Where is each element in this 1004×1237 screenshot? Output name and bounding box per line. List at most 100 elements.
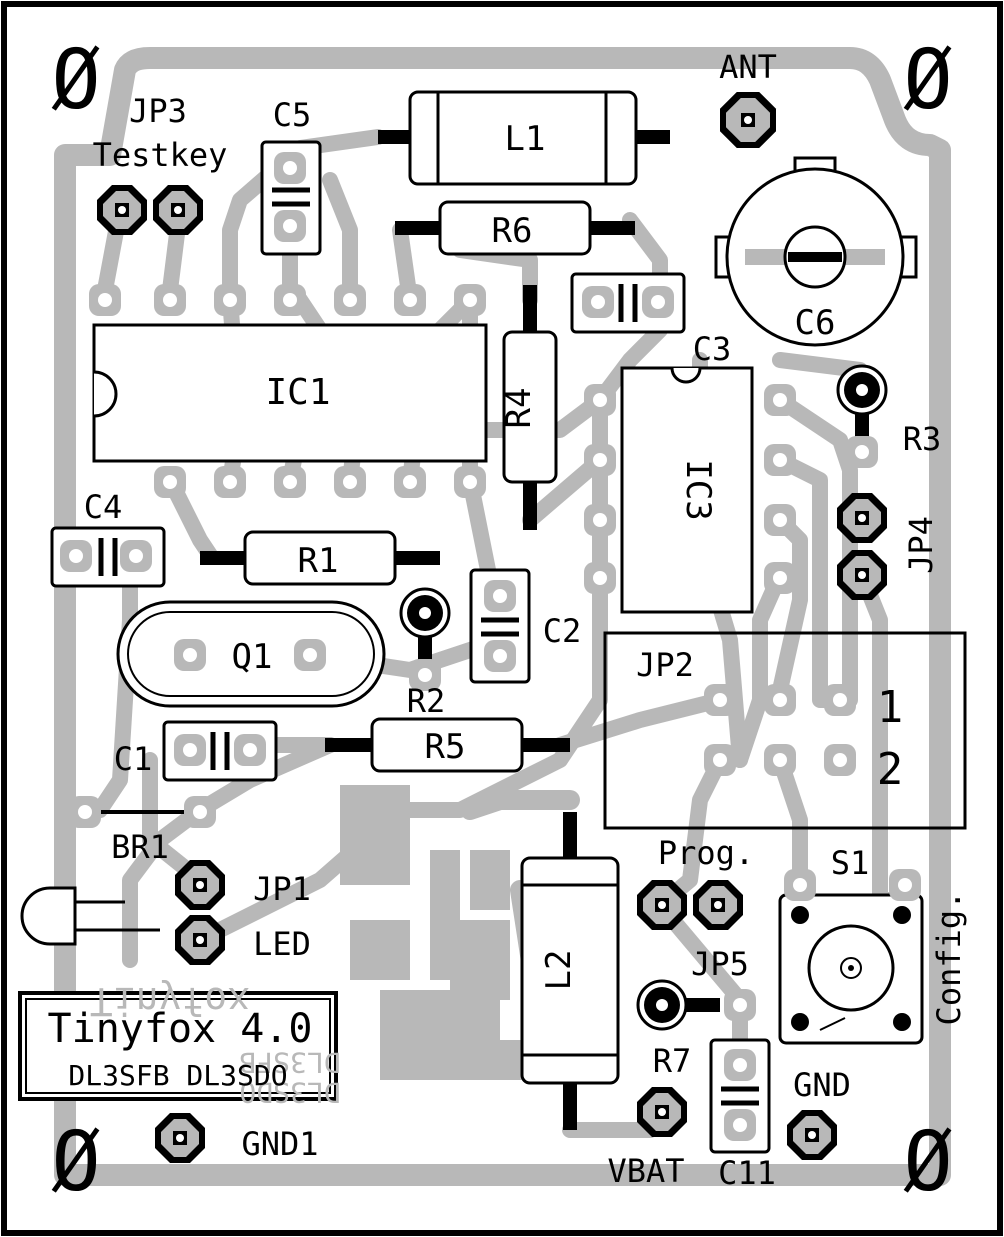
label-jp5: JP5 [691, 945, 749, 983]
ic3 [620, 366, 754, 614]
pad-jp2-d-drill [713, 753, 727, 767]
label-gnd: GND [793, 1066, 851, 1104]
label-q1: Q1 [232, 637, 273, 677]
resistor-r5 [325, 717, 570, 773]
label-c4: C4 [84, 488, 123, 526]
label-jp1: JP1 [253, 870, 311, 908]
switch-s1 [778, 893, 924, 1045]
inductor-l2 [520, 812, 620, 1130]
pad-q1-1-drill [183, 648, 197, 662]
label-led: LED [253, 925, 311, 963]
label-l1: L1 [505, 119, 546, 159]
label-r3: R3 [903, 420, 942, 458]
pad-ic3-right-3-drill [773, 513, 787, 527]
mounting-hole-top-left: Ø [51, 33, 100, 128]
pad-ic3-right-1-drill [773, 393, 787, 407]
pad-vbat-drill [658, 1108, 666, 1116]
label-c11: C11 [718, 1154, 776, 1192]
label-jp2-pin2: 2 [877, 744, 904, 795]
pad-ic3-right-4-drill [773, 571, 787, 585]
led-body [20, 886, 160, 946]
label-jp3: JP3 [129, 92, 187, 130]
resistor-r1 [200, 530, 440, 586]
resistor-r4 [502, 285, 558, 530]
pad-c3-2-drill [651, 295, 665, 309]
label-r2: R2 [407, 682, 446, 720]
pad-jp3-2-drill [174, 206, 182, 214]
pad-c2-2-drill [493, 649, 507, 663]
label-c5: C5 [273, 96, 312, 134]
pad-ic1-top-2-drill [163, 293, 177, 307]
label-ant: ANT [719, 48, 777, 86]
pad-ic1-bottom-5-drill [403, 475, 417, 489]
pad-ic1-bottom-6-drill [463, 475, 477, 489]
label-gnd1: GND1 [241, 1125, 318, 1163]
board-authors: DL3SFB DL3SDO [68, 1059, 287, 1092]
mounting-holes: Ø Ø Ø Ø [51, 33, 952, 1210]
resistor-r6 [395, 200, 635, 256]
pad-ant-drill [744, 116, 752, 124]
mounting-hole-bottom-right: Ø [903, 1115, 952, 1210]
label-br1: BR1 [111, 828, 169, 866]
pad-c5-1-drill [283, 161, 297, 175]
label-jp4: JP4 [902, 516, 940, 574]
label-ic3: IC3 [678, 459, 718, 520]
pad-prog-2-drill [714, 901, 722, 909]
pad-ic1-bottom-4-drill [343, 475, 357, 489]
board-title: Tinyfox 4.0 [48, 1006, 313, 1052]
pad-br1-1-drill [78, 805, 92, 819]
pad-gnd1-drill [176, 1134, 184, 1142]
pad-c11-2-drill [733, 1118, 747, 1132]
label-r6: R6 [492, 211, 533, 251]
resistor-r7 [636, 979, 720, 1031]
pad-ic3-right-2-drill [773, 453, 787, 467]
mounting-hole-top-right: Ø [903, 33, 952, 128]
pad-jp2-b-drill [773, 693, 787, 707]
pad-jp2-e-drill [773, 753, 787, 767]
pad-jp2-f-drill [833, 753, 847, 767]
pad-br1-2-drill [193, 805, 207, 819]
pad-jp1-1-drill [196, 881, 204, 889]
pad-jp2-c-drill [833, 693, 847, 707]
label-testkey: Testkey [93, 136, 228, 174]
pad-r2-2-drill [418, 668, 432, 682]
pad-ic1-bottom-1-drill [163, 475, 177, 489]
label-r5: R5 [425, 727, 466, 767]
inductor-l1 [378, 90, 670, 186]
pad-ic3-left-2-drill [593, 453, 607, 467]
pad-ic3-left-1-drill [593, 393, 607, 407]
label-r1: R1 [298, 541, 339, 581]
pad-jp2-a-drill [713, 693, 727, 707]
pad-jp4-2-drill [858, 571, 866, 579]
crystal-q1 [116, 600, 386, 708]
mounting-hole-bottom-left: Ø [51, 1115, 100, 1210]
label-s1: S1 [831, 844, 870, 882]
label-r7: R7 [653, 1042, 692, 1080]
label-c6: C6 [795, 303, 836, 343]
pads [60, 92, 921, 1163]
pad-c5-2-drill [283, 219, 297, 233]
pad-gnd-drill [808, 1131, 816, 1139]
pad-ic1-top-7-drill [463, 293, 477, 307]
pad-c2-1-drill [493, 589, 507, 603]
label-c1: C1 [114, 740, 153, 778]
pad-ic1-top-1-drill [98, 293, 112, 307]
label-l2: L2 [539, 950, 579, 991]
label-c3: C3 [693, 330, 732, 368]
pad-ic1-bottom-3-drill [283, 475, 297, 489]
label-r4: R4 [499, 388, 539, 429]
label-config: Config. [930, 891, 968, 1026]
pad-c1-1-drill [183, 743, 197, 757]
pad-c3-1-drill [591, 295, 605, 309]
label-jp2: JP2 [636, 646, 694, 684]
label-prog: Prog. [658, 834, 754, 872]
pad-ic1-top-5-drill [343, 293, 357, 307]
pad-q1-2-drill [303, 648, 317, 662]
pad-ic1-top-4-drill [283, 293, 297, 307]
jp2-outline [603, 631, 967, 830]
pad-c11-1-drill [733, 1058, 747, 1072]
mirrored-authors-2: DL3SDO [239, 1076, 340, 1109]
pad-jp1-2-drill [196, 936, 204, 944]
pad-ic3-left-4-drill [593, 571, 607, 585]
